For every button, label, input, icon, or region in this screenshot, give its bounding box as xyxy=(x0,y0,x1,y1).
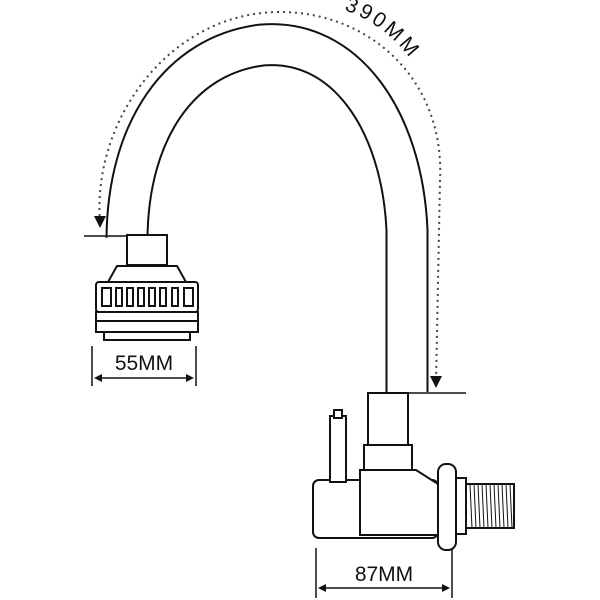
wall-flange xyxy=(437,463,467,551)
flexible-hose xyxy=(105,23,429,392)
arrow-right-icon xyxy=(442,584,450,592)
thread-line xyxy=(469,483,473,529)
arrow-down-left-icon xyxy=(94,216,106,228)
body-length-label: 87MM xyxy=(355,563,413,586)
arrow-right-icon xyxy=(186,374,194,382)
aerator-diameter-dimension xyxy=(91,346,197,386)
body-length-dimension xyxy=(315,548,453,598)
thread-line xyxy=(505,483,509,529)
thread-line xyxy=(485,483,489,529)
thread-lines xyxy=(469,483,513,529)
aerator-diameter-label: 55MM xyxy=(115,352,173,375)
aerator-slots xyxy=(101,287,194,307)
thread-line xyxy=(493,483,497,529)
faucet-body xyxy=(312,392,439,539)
arrow-left-icon xyxy=(318,584,326,592)
thread-line xyxy=(509,483,513,529)
handle-lever xyxy=(329,409,347,483)
thread-line xyxy=(489,483,493,529)
threaded-connector xyxy=(465,483,515,529)
thread-line xyxy=(481,483,485,529)
hose-length-dimension xyxy=(84,10,466,394)
aerator-head xyxy=(95,234,199,341)
arrow-down-right-icon xyxy=(430,376,442,388)
thread-line xyxy=(473,483,477,529)
thread-line xyxy=(501,483,505,529)
thread-line xyxy=(497,483,501,529)
arrow-left-icon xyxy=(94,374,102,382)
thread-line xyxy=(477,483,481,529)
